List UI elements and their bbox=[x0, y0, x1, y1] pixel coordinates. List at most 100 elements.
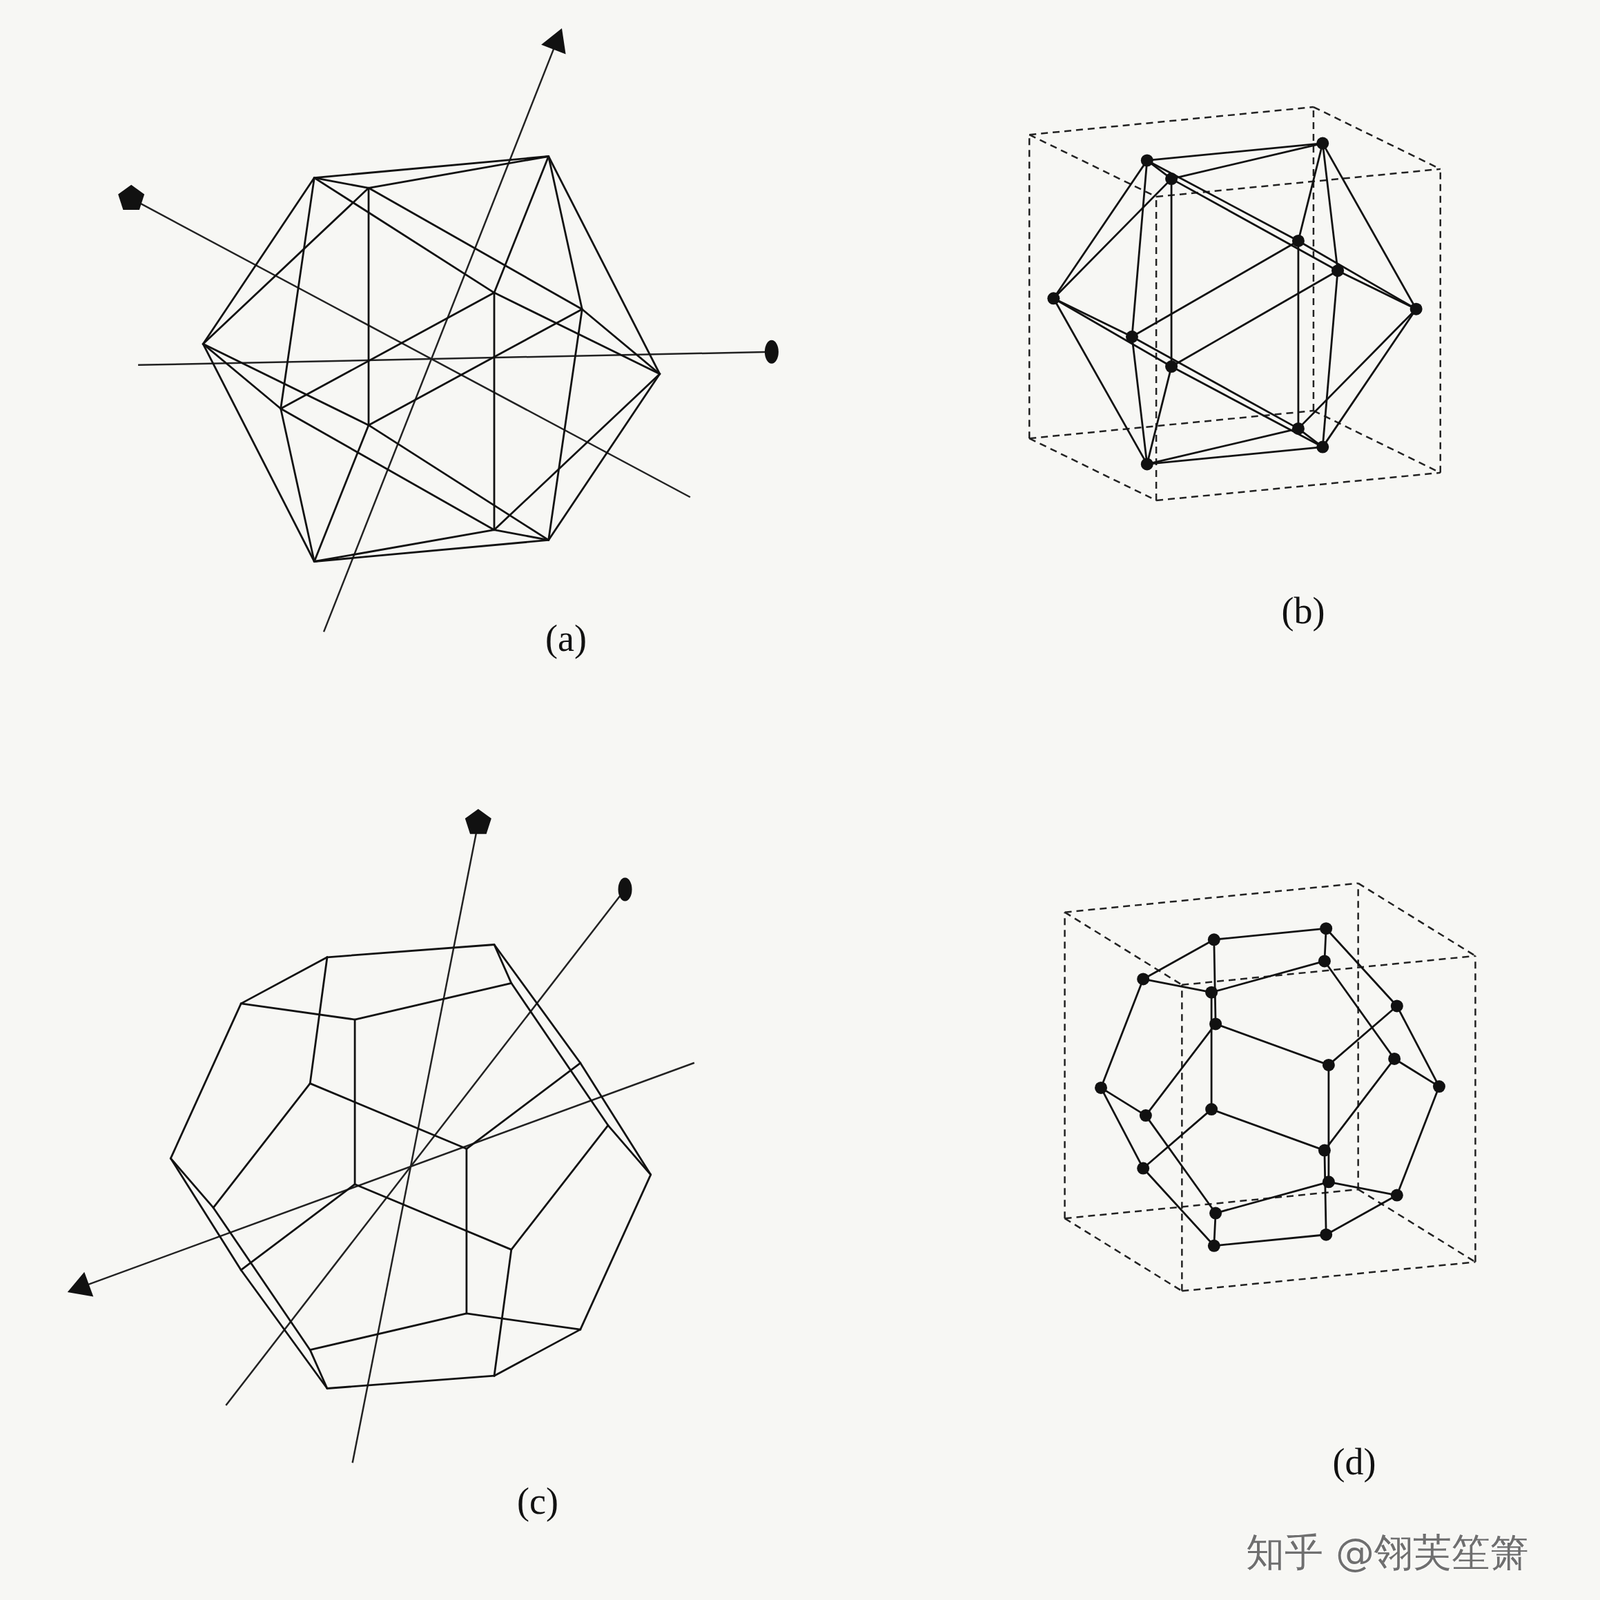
atom-vertex bbox=[1209, 1207, 1222, 1220]
atom-vertex bbox=[1207, 1239, 1221, 1253]
atom-vertex bbox=[1047, 291, 1060, 305]
visible-edge bbox=[494, 292, 660, 375]
visible-edge bbox=[1147, 366, 1172, 464]
visible-edge bbox=[1397, 1086, 1440, 1195]
bounding-cube-edge bbox=[1358, 1189, 1476, 1262]
visible-edge bbox=[309, 1313, 467, 1351]
visible-edge bbox=[1214, 1234, 1326, 1246]
visible-edge bbox=[354, 1184, 512, 1251]
bounding-cube-edge bbox=[1065, 883, 1359, 913]
panel-label: (d) bbox=[1332, 1440, 1377, 1484]
panel-label: (a) bbox=[545, 617, 587, 660]
atom-vertex bbox=[1390, 999, 1404, 1012]
visible-edge bbox=[327, 1375, 495, 1389]
visible-edge bbox=[1322, 270, 1338, 447]
visible-edge bbox=[548, 374, 660, 541]
visible-edge bbox=[1322, 143, 1416, 310]
visible-edge bbox=[465, 1148, 468, 1314]
visible-edge bbox=[1147, 428, 1299, 465]
visible-edge bbox=[314, 530, 495, 562]
visible-edge bbox=[1171, 143, 1323, 180]
atom-vertex bbox=[1165, 360, 1178, 373]
visible-edge bbox=[1322, 143, 1338, 272]
symmetry-axis bbox=[352, 822, 479, 1463]
visible-edge bbox=[309, 957, 328, 1084]
visible-edge bbox=[466, 1313, 581, 1330]
visible-edge bbox=[1100, 978, 1144, 1088]
symmetry-axis bbox=[81, 1062, 694, 1288]
visible-edge bbox=[367, 187, 370, 426]
visible-edge bbox=[1100, 1087, 1146, 1116]
twofold-axis-symbol bbox=[618, 877, 633, 902]
visible-edge bbox=[280, 408, 495, 531]
visible-edge bbox=[1211, 960, 1325, 992]
bounding-cube-edge bbox=[1357, 883, 1360, 1190]
visible-edge bbox=[280, 178, 315, 409]
visible-edge bbox=[494, 1329, 581, 1376]
visible-edge bbox=[1143, 939, 1215, 979]
threefold-axis-symbol bbox=[67, 1272, 94, 1297]
visible-edge bbox=[354, 982, 512, 1020]
visible-edge bbox=[368, 309, 582, 426]
visible-edge bbox=[548, 156, 583, 310]
bounding-cube-edge bbox=[1181, 984, 1184, 1292]
bounding-cube-edge bbox=[1029, 134, 1157, 197]
visible-edge bbox=[1297, 240, 1300, 429]
atom-vertex bbox=[1432, 1080, 1446, 1093]
visible-edge bbox=[327, 944, 495, 958]
atom-vertex bbox=[1209, 1017, 1222, 1030]
visible-edge bbox=[309, 1083, 467, 1150]
visible-edge bbox=[466, 1062, 581, 1149]
visible-edge bbox=[170, 1158, 241, 1271]
visible-edge bbox=[548, 309, 583, 540]
visible-edge bbox=[608, 1125, 651, 1175]
bounding-cube-edge bbox=[1155, 196, 1158, 501]
bounding-cube-edge bbox=[1063, 912, 1066, 1219]
atom-vertex bbox=[1140, 457, 1154, 471]
visible-edge bbox=[1328, 1181, 1398, 1195]
visible-edge bbox=[314, 539, 549, 562]
visible-edge bbox=[202, 343, 281, 409]
atom-vertex bbox=[1139, 1109, 1153, 1122]
visible-edge bbox=[1170, 178, 1173, 367]
atom-vertex bbox=[1207, 933, 1221, 946]
visible-edge bbox=[494, 530, 549, 541]
atom-vertex bbox=[1136, 1162, 1150, 1175]
visible-edge bbox=[1327, 1065, 1330, 1182]
visible-edge bbox=[1214, 928, 1326, 940]
visible-edge bbox=[1325, 1195, 1398, 1235]
visible-edge bbox=[314, 178, 495, 294]
atom-vertex bbox=[1319, 922, 1333, 935]
visible-edge bbox=[1397, 1005, 1440, 1087]
atom-vertex bbox=[1165, 172, 1178, 185]
visible-edge bbox=[1328, 1005, 1398, 1065]
visible-edge bbox=[1132, 160, 1148, 337]
visible-edge bbox=[1211, 1109, 1325, 1150]
visible-edge bbox=[170, 1003, 241, 1159]
atom-vertex bbox=[1316, 137, 1329, 150]
visible-edge bbox=[213, 1207, 310, 1351]
visible-edge bbox=[240, 1270, 328, 1389]
visible-edge bbox=[1143, 978, 1212, 992]
visible-edge bbox=[202, 178, 315, 345]
visible-edge bbox=[1053, 178, 1172, 299]
visible-edge bbox=[280, 292, 495, 409]
atom-vertex bbox=[1136, 972, 1150, 985]
visible-edge bbox=[1215, 1023, 1329, 1065]
visible-edge bbox=[1322, 309, 1416, 448]
visible-edge bbox=[1053, 298, 1172, 367]
visible-edge bbox=[1053, 160, 1147, 299]
visible-edge bbox=[493, 292, 496, 531]
visible-edge bbox=[314, 425, 369, 562]
visible-edge bbox=[368, 187, 582, 310]
bounding-cube-edge bbox=[1358, 883, 1476, 956]
atom-vertex bbox=[1319, 1228, 1333, 1242]
bounding-cube-edge bbox=[1156, 472, 1441, 501]
visible-edge bbox=[1053, 298, 1133, 337]
atom-vertex bbox=[1318, 1144, 1331, 1157]
symmetry-axis bbox=[225, 889, 625, 1406]
threefold-axis-symbol bbox=[541, 28, 566, 55]
atom-vertex bbox=[1140, 153, 1154, 167]
visible-edge bbox=[1298, 309, 1417, 429]
